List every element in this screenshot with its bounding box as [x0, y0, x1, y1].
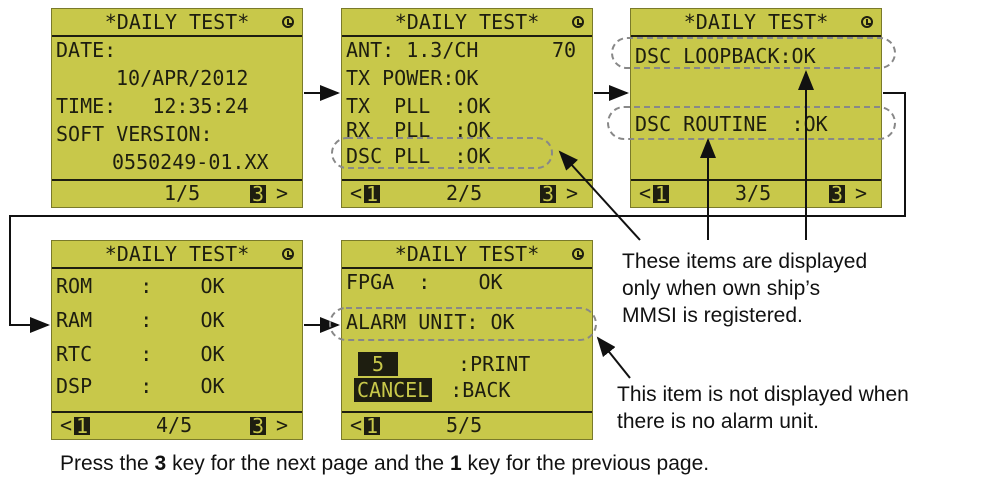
header-divider	[631, 35, 881, 37]
next-arrow-icon: >	[276, 181, 289, 205]
lcd-screen-page-1: *DAILY TEST* DATE: 10/APR/2012 TIME: 12:…	[51, 8, 303, 208]
cancel-softkey[interactable]: CANCEL :BACK	[354, 378, 511, 402]
next-key-3[interactable]: 3	[540, 182, 557, 206]
header-divider	[342, 267, 592, 269]
highlight-alarm-unit	[329, 307, 597, 341]
caption-text-2: key for the next page and the	[166, 452, 450, 475]
print-label: :PRINT	[458, 352, 531, 376]
screen-title: *DAILY TEST*	[394, 10, 540, 34]
screen-footer: < 1 3/5 3 >	[631, 181, 881, 207]
dsc-loopback-row: DSC LOOPBACK:OK	[635, 44, 816, 68]
time-row: TIME: 12:35:24	[56, 94, 249, 118]
caption-text-3: key for the previous page.	[461, 452, 710, 475]
footer-divider	[631, 179, 881, 181]
next-arrow-icon: >	[855, 181, 868, 205]
rx-pll-row: RX PLL :OK	[346, 118, 491, 142]
prev-arrow-icon: <	[60, 413, 73, 437]
highlight-dsc-routine	[607, 106, 896, 140]
alarm-note-line-2: there is no alarm unit.	[617, 410, 819, 433]
tx-power-row: TX POWER:OK	[346, 66, 479, 90]
next-key-3[interactable]: 3	[250, 182, 267, 206]
alarm-note: This item is not displayed when there is…	[617, 381, 909, 435]
caption-key-1: 1	[449, 452, 462, 475]
pointer-dsc-pll	[558, 150, 641, 241]
highlight-dsc-loopback	[611, 37, 896, 69]
cancel-key[interactable]: CANCEL	[354, 378, 433, 402]
dsp-row: DSP : OK	[56, 374, 225, 398]
next-arrow-icon: >	[566, 181, 579, 205]
header-divider	[52, 267, 302, 269]
highlight-dsc-pll	[331, 137, 553, 169]
channel-value: 70	[552, 38, 577, 62]
dsc-routine-row: DSC ROUTINE :OK	[635, 112, 828, 136]
next-key-3[interactable]: 3	[829, 182, 846, 206]
header-divider	[342, 35, 592, 37]
instruction-caption: Press the 3 key for the next page and th…	[60, 452, 709, 476]
mmsi-note-line-1: These items are displayed	[622, 250, 868, 273]
print-softkey[interactable]: 5 :PRINT	[358, 352, 531, 376]
screen-title: *DAILY TEST*	[394, 242, 540, 266]
footer-divider	[52, 411, 302, 413]
clock-icon	[572, 16, 584, 28]
prev-arrow-icon: <	[350, 413, 363, 437]
prev-key-1[interactable]: 1	[364, 414, 381, 438]
page-indicator: 1/5	[164, 181, 201, 205]
alarm-note-line-1: This item is not displayed when	[617, 383, 909, 406]
antenna-row: ANT: 1.3/CH	[346, 38, 479, 62]
back-label: :BACK	[450, 378, 511, 402]
softkey-5[interactable]: 5	[358, 352, 399, 376]
soft-version-value: 0550249-01.XX	[112, 150, 269, 174]
page-indicator: 3/5	[735, 181, 772, 205]
tx-pll-row: TX PLL :OK	[346, 94, 491, 118]
lcd-screen-page-2: *DAILY TEST* ANT: 1.3/CH 70 TX POWER:OK …	[341, 8, 593, 208]
mmsi-note-line-3: MMSI is registered.	[622, 304, 803, 327]
lcd-screen-page-4: *DAILY TEST* ROM : OK RAM : OK RTC : OK …	[51, 240, 303, 440]
date-label: DATE:	[56, 38, 117, 62]
alarm-unit-row: ALARM UNIT: OK	[346, 310, 515, 334]
screen-footer: < 1 4/5 3 >	[52, 413, 302, 439]
screen-title: *DAILY TEST*	[104, 10, 250, 34]
header-divider	[52, 35, 302, 37]
screen-footer: < 1 5/5	[342, 413, 592, 439]
fpga-row: FPGA : OK	[346, 270, 503, 294]
page-indicator: 2/5	[446, 181, 483, 205]
rtc-row: RTC : OK	[56, 342, 225, 366]
clock-icon	[282, 248, 294, 260]
page-indicator: 5/5	[446, 413, 483, 437]
mmsi-note-line-2: only when own ship’s	[622, 277, 821, 300]
next-key-3[interactable]: 3	[250, 414, 267, 438]
prev-arrow-icon: <	[639, 181, 652, 205]
flow-arrow-3-4	[9, 92, 906, 333]
footer-divider	[52, 179, 302, 181]
footer-divider	[342, 411, 592, 413]
footer-divider	[342, 179, 592, 181]
mmsi-note: These items are displayed only when own …	[622, 248, 867, 329]
ram-row: RAM : OK	[56, 308, 225, 332]
screen-title: *DAILY TEST*	[683, 10, 829, 34]
screen-footer: 1/5 3 >	[52, 181, 302, 207]
prev-arrow-icon: <	[350, 181, 363, 205]
prev-key-1[interactable]: 1	[364, 182, 381, 206]
rom-row: ROM : OK	[56, 274, 225, 298]
prev-key-1[interactable]: 1	[74, 414, 91, 438]
page-indicator: 4/5	[156, 413, 193, 437]
dsc-pll-row: DSC PLL :OK	[346, 144, 491, 168]
next-arrow-icon: >	[276, 413, 289, 437]
caption-text-1: Press the	[60, 452, 155, 475]
clock-icon	[282, 16, 294, 28]
date-value: 10/APR/2012	[116, 66, 249, 90]
screen-footer: < 1 2/5 3 >	[342, 181, 592, 207]
prev-key-1[interactable]: 1	[653, 182, 670, 206]
pointer-alarm-unit	[596, 336, 631, 379]
clock-icon	[572, 248, 584, 260]
caption-key-3: 3	[154, 452, 167, 475]
screen-title: *DAILY TEST*	[104, 242, 250, 266]
clock-icon	[861, 16, 873, 28]
soft-version-label: SOFT VERSION:	[56, 122, 213, 146]
